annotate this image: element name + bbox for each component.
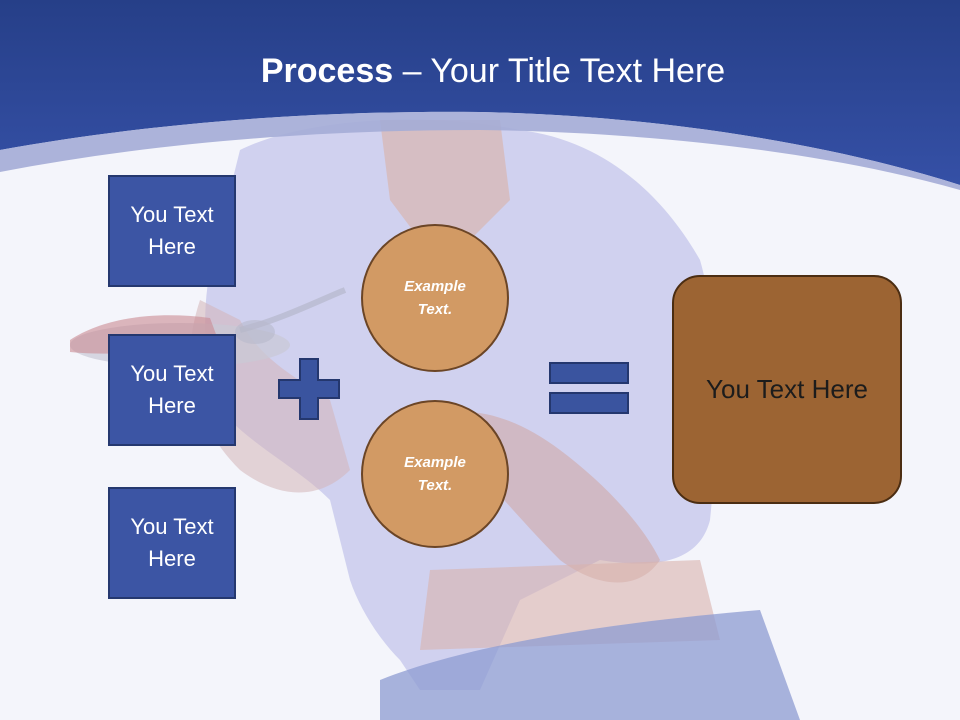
text-box-2[interactable]: You Text Here	[108, 334, 236, 446]
example-circle-2[interactable]: Example Text.	[361, 400, 509, 548]
text-box-1[interactable]: You Text Here	[108, 175, 236, 287]
title-bold: Process	[260, 52, 394, 90]
header-band	[0, 0, 960, 190]
text-box-3[interactable]: You Text Here	[108, 487, 236, 599]
result-box[interactable]: You Text Here	[672, 275, 902, 504]
plus-icon	[278, 358, 340, 420]
equals-icon	[549, 362, 629, 414]
example-circle-1[interactable]: Example Text.	[361, 224, 509, 372]
title-rest: – Your Title Text Here	[393, 52, 726, 90]
slide-title: Process – Your Title Text Here	[0, 52, 960, 91]
